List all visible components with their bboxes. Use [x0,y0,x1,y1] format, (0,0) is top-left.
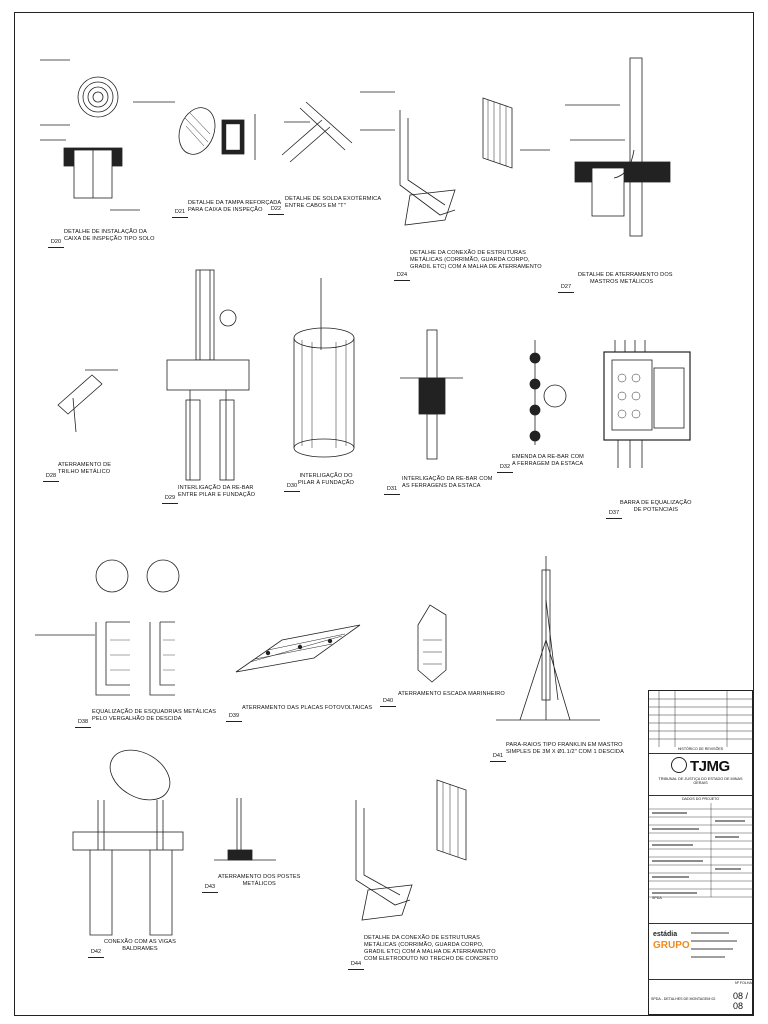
detail-title: BARRA DE EQUALIZAÇÃO DE POTENCIAIS [620,500,692,514]
detail-title: CONEXÃO COM AS VIGAS BALDRAMES [104,939,176,953]
detail-number: D39 [226,712,242,722]
detail-title: DETALHE DE INSTALAÇÃO DA CAIXA DE INSPEÇ… [64,229,155,243]
detail-number: D43 [202,883,218,893]
detail-title-line: INTERLIGAÇÃO DO [299,473,353,479]
detail-title-line: MASTROS METÁLICOS [590,279,654,285]
detail-title: INTERLIGAÇÃO DA RE-BAR COM AS FERRAGENS … [402,476,493,490]
detail-number: D29 [162,494,178,504]
detail-title-line: PARA CAIXA DE INSPEÇÃO [188,207,263,213]
detail-title: DETALHE DA CONEXÃO DE ESTRUTURAS METÁLIC… [410,250,542,271]
detail-title-line: DETALHE DE SOLDA EXOTÉRMICA [285,196,382,202]
tjmg-logo: TJMG [690,758,730,775]
tjmg-seal-icon [671,757,687,773]
detail-number: D44 [348,960,364,970]
company-logo-mark: estádia [653,931,678,938]
detail-title: DETALHE DA CONEXÃO DE ESTRUTURAS METÁLIC… [364,935,498,963]
detail-title-line: INTERLIGAÇÃO DA RE-BAR [178,485,254,491]
detail-title-line: DETALHE DA CONEXÃO DE ESTRUTURAS [410,250,526,256]
detail-title: ATERRAMENTO DOS POSTES METÁLICOS [218,874,301,888]
detail-number: D38 [75,718,91,728]
title-block: HISTÓRICO DE REVISÕES TJMG TRIBUNAL DE J… [648,690,754,1015]
detail-title: EMENDA DA RE-BAR COM A FERRAGEM DA ESTAC… [512,454,584,468]
detail-title-line: CONEXÃO COM AS VIGAS [104,939,176,945]
detail-number: D32 [497,463,513,473]
detail-title-line: GRADIL ETC) COM A MALHA DE ATERRAMENTO [410,264,542,270]
detail-title: ATERRAMENTO DAS PLACAS FOTOVOLTAICAS [242,705,372,712]
detail-number: D22 [268,205,284,215]
detail-title: ATERRAMENTO DE TRILHO METÁLICO [58,462,111,476]
detail-title-line: DETALHE DE ATERRAMENTO DOS [578,272,673,278]
detail-title-line: DETALHE DE INSTALAÇÃO DA [64,229,148,235]
sheet-label: Nº FOLHA [735,981,752,985]
detail-title: DETALHE DA TAMPA REFORÇADA PARA CAIXA DE… [188,200,281,214]
detail-title-line: DE POTENCIAIS [633,507,679,513]
drawing-title: SPDA - DETALHES DE MONTAGEM 02 [651,997,716,1001]
detail-number: D40 [380,697,396,707]
detail-title: EQUALIZAÇÃO DE ESQUADRIAS METÁLICAS PELO… [92,709,216,723]
detail-title: DETALHE DE SOLDA EXOTÉRMICA ENTRE CABOS … [285,196,381,210]
detail-title-line: DETALHE DA CONEXÃO DE ESTRUTURAS [364,935,480,941]
detail-title: INTERLIGAÇÃO DA RE-BAR ENTRE PILAR E FUN… [178,485,255,499]
project-data-grid [649,803,754,898]
detail-title: ATERRAMENTO ESCADA MARINHEIRO [398,691,505,698]
detail-title-line: BALDRAMES [122,946,158,952]
detail-title-line: A FERRAGEM DA ESTACA [512,461,584,467]
drawing-sheet-border [14,12,754,1016]
detail-number: D28 [43,472,59,482]
project-heading: DADOS DO PROJETO [681,797,720,801]
detail-title-line: ATERRAMENTO DOS POSTES [218,874,301,880]
divider [649,979,752,980]
revisions-heading: HISTÓRICO DE REVISÕES [677,747,724,751]
detail-number: D21 [172,208,188,218]
detail-title-line: PELO VERGALHÃO DE DESCIDA [92,716,182,722]
company-logo-text: GRUPO [653,940,690,951]
detail-title: PARA-RAIOS TIPO FRANKLIN EM MASTRO SIMPL… [506,742,624,756]
detail-number: D31 [384,485,400,495]
detail-title-line: PARA-RAIOS TIPO FRANKLIN EM MASTRO [506,742,623,748]
detail-title-line: ATERRAMENTO DAS PLACAS FOTOVOLTAICAS [242,705,373,711]
detail-title-line: METÁLICAS (CORRIMÃO, GUARDA CORPO, [364,942,484,948]
detail-number: D41 [490,752,506,762]
detail-title-line: ENTRE PILAR E FUNDAÇÃO [178,492,256,498]
detail-number: D42 [88,948,104,958]
detail-title-line: INTERLIGAÇÃO DA RE-BAR COM [402,476,493,482]
detail-title: DETALHE DE ATERRAMENTO DOS MASTROS METÁL… [578,272,673,286]
detail-number: D30 [284,482,300,492]
detail-title-line: COM ELETRODUTO NO TRECHO DE CONCRETO [364,956,499,962]
company-data-lines [691,932,737,958]
detail-title-line: METÁLICOS [242,881,276,887]
detail-number: D27 [558,283,574,293]
detail-title-line: TRILHO METÁLICO [58,469,111,475]
divider [649,753,752,754]
detail-title-line: ATERRAMENTO ESCADA MARINHEIRO [398,691,505,697]
detail-title-line: BARRA DE EQUALIZAÇÃO [620,500,692,506]
detail-title-line: ENTRE CABOS EM "T" [285,203,346,209]
divider [649,923,752,924]
detail-title-line: METÁLICAS (CORRIMÃO, GUARDA CORPO, [410,257,530,263]
detail-title-line: AS FERRAGENS DA ESTACA [402,483,481,489]
detail-title-line: PILAR À FUNDAÇÃO [298,480,354,486]
sheet-number: 08 / 08 [733,991,749,1011]
divider [649,795,752,796]
revision-table-grid [649,691,754,747]
detail-number: D20 [48,238,64,248]
detail-number: D24 [394,271,410,281]
discipline: SPDA [652,896,662,900]
detail-title-line: EQUALIZAÇÃO DE ESQUADRIAS METÁLICAS [92,709,217,715]
detail-title-line: EMENDA DA RE-BAR COM [512,454,584,460]
organization-name: TRIBUNAL DE JUSTIÇA DO ESTADO DE MINAS G… [658,777,743,786]
detail-number: D37 [606,509,622,519]
detail-title-line: ATERRAMENTO DE [58,462,112,468]
detail-title-line: SIMPLES DE 3m x Ø1.1/2" COM 1 DESCIDA [506,749,624,755]
detail-title-line: DETALHE DA TAMPA REFORÇADA [188,200,282,206]
detail-title-line: CAIXA DE INSPEÇÃO TIPO SOLO [64,236,155,242]
detail-title: INTERLIGAÇÃO DO PILAR À FUNDAÇÃO [298,473,354,487]
detail-title-line: GRADIL ETC) COM A MALHA DE ATERRAMENTO [364,949,496,955]
company-logo: estádia GRUPO [653,931,690,969]
